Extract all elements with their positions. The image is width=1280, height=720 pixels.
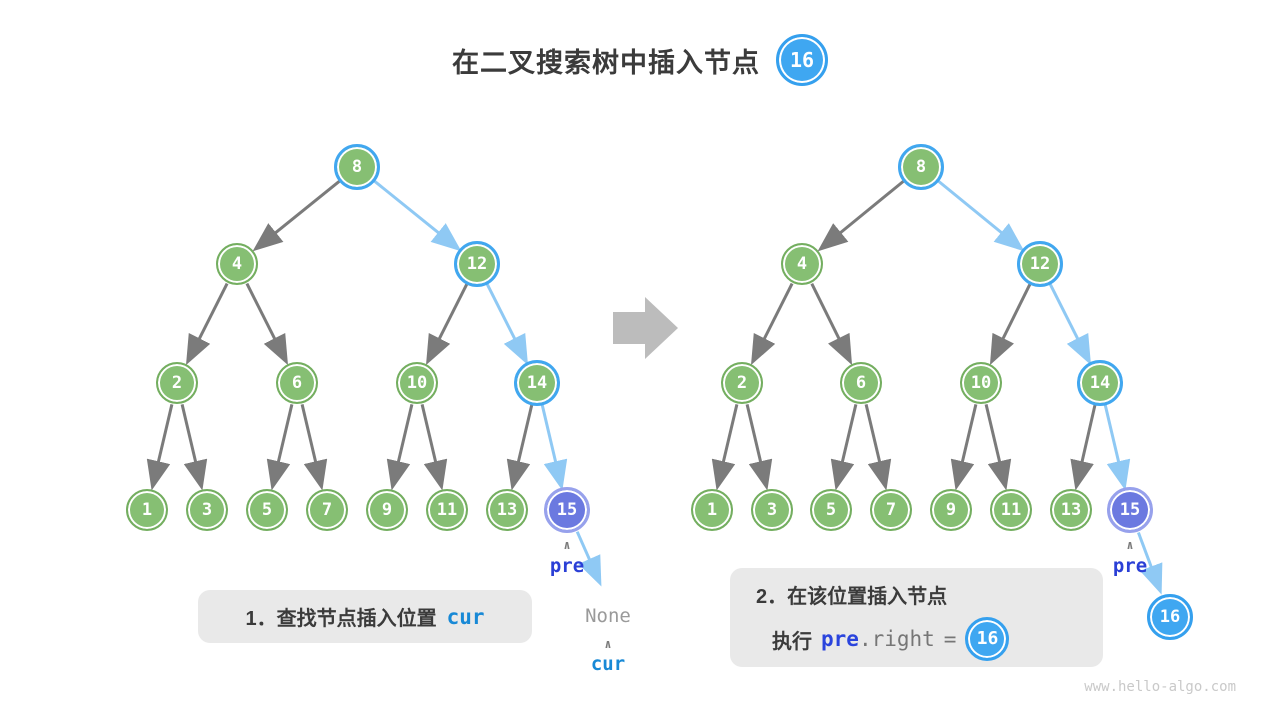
right-tree-node-4: 4 [781,243,823,285]
step2-node-16: 16 [965,617,1010,661]
big-arrow-icon [613,297,678,359]
right-tree-node-3: 3 [751,489,793,531]
left-tree-node-15: 15 [544,487,590,533]
left-tree-node-12: 12 [454,241,500,287]
left-pre-label: pre [549,555,585,577]
right-tree-node-13: 13 [1050,489,1092,531]
edge-right-12-14 [1048,282,1092,366]
right-tree-node-11: 11 [990,489,1032,531]
right-tree-node-5: 5 [810,489,852,531]
edge-right-10-11 [984,404,1012,491]
left-tree-node-4: 4 [216,243,258,285]
edge-left-8-12 [373,179,462,252]
right-tree-node-12: 12 [1017,241,1063,287]
step2-code-equals: = [943,627,957,651]
step1-text: 1．查找节点插入位置 [245,608,437,630]
left-tree-node-5: 5 [246,489,288,531]
edge-right-8-4 [817,179,905,252]
edge-right-14-15 [1103,404,1131,491]
step2-code-pre: pre [821,627,859,651]
caret-up-icon: ∧ [563,538,571,552]
edge-right-2-3 [745,404,773,491]
edge-left-8-4 [252,179,341,252]
edge-left-2-3 [180,404,208,491]
left-tree-node-7: 7 [306,489,348,531]
right-tree-node-14: 14 [1077,360,1123,406]
step2-caption: 2．在该位置插入节点 执行 pre .right = 16 [730,568,1103,667]
right-tree-node-15: 15 [1107,487,1153,533]
left-tree-node-10: 10 [396,362,438,404]
step2-line2: 执行 pre .right = 16 [772,617,1103,661]
edge-left-6-7 [300,404,328,491]
edge-left-6-5 [266,404,294,491]
edge-left-4-6 [245,282,289,366]
left-cur-label: cur [590,653,626,675]
edge-right-12-10 [989,283,1032,366]
edge-left-2-1 [146,404,174,491]
right-pre-label: pre [1112,555,1148,577]
right-tree-node-6: 6 [840,362,882,404]
step2-action: 执行 [772,630,812,653]
edge-left-12-14 [485,282,529,366]
left-tree-node-11: 11 [426,489,468,531]
step1-caption: 1．查找节点插入位置 cur [198,590,532,643]
edge-right-2-1 [711,404,739,491]
left-tree-node-13: 13 [486,489,528,531]
edge-right-14-13 [1070,404,1097,491]
watermark: www.hello-algo.com [1084,679,1236,695]
right-tree-node-10: 10 [960,362,1002,404]
right-tree-node-7: 7 [870,489,912,531]
caret-up-icon: ∧ [1126,538,1134,552]
left-tree-node-1: 1 [126,489,168,531]
step2-line1: 2．在该位置插入节点 [756,586,948,608]
edge-right-4-2 [750,282,794,366]
page-title-row: 在二叉搜索树中插入节点 16 [0,32,1280,88]
edge-right-10-9 [950,404,978,491]
right-tree-node-1: 1 [691,489,733,531]
page-title: 在二叉搜索树中插入节点 [452,47,760,78]
edge-left-4-2 [185,282,229,366]
left-none-label: None [585,605,631,627]
edge-left-14-15 [540,404,568,491]
caret-up-icon: ∧ [604,637,612,651]
right-tree-node-8: 8 [898,144,944,190]
right-tree-node-9: 9 [930,489,972,531]
edge-right-4-6 [810,283,853,366]
edge-left-12-10 [425,282,469,366]
edge-right-6-5 [830,404,858,491]
left-tree-node-2: 2 [156,362,198,404]
title-node-16: 16 [776,34,828,86]
left-tree-node-14: 14 [514,360,560,406]
edge-left-15-none [575,531,602,587]
right-tree-node-2: 2 [721,362,763,404]
edge-left-10-9 [386,404,414,491]
edge-right-8-12 [937,179,1025,252]
edge-right-15-16 [1136,531,1163,595]
left-tree-node-8: 8 [334,144,380,190]
edge-left-14-13 [506,404,534,491]
left-tree-node-9: 9 [366,489,408,531]
edge-left-10-11 [420,404,448,491]
edge-right-6-7 [864,404,892,491]
left-tree-node-3: 3 [186,489,228,531]
step2-code-member: .right [858,627,935,651]
left-tree-node-6: 6 [276,362,318,404]
right-tree-node-16: 16 [1147,594,1193,640]
step1-code-cur: cur [446,604,485,629]
